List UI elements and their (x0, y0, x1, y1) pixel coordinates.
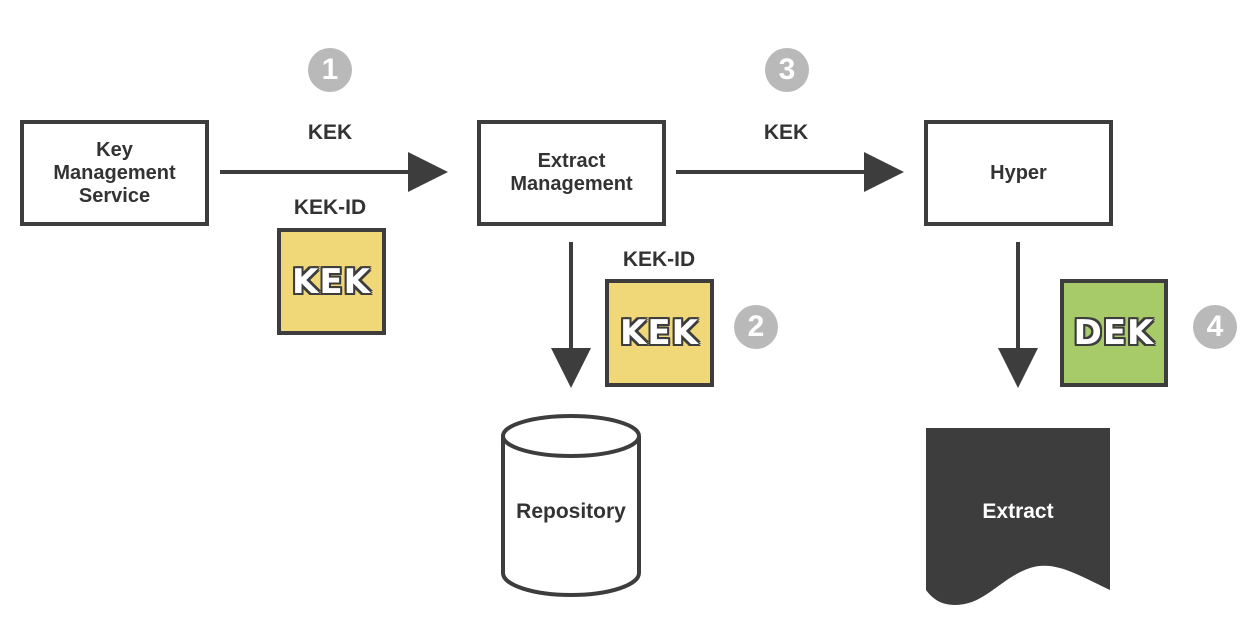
edge-label-em-to-hyper: KEK (763, 121, 809, 144)
kek-id-label-1: KEK-ID (293, 196, 367, 219)
kek-key-2-text: KEK (620, 313, 699, 353)
repository-cylinder (501, 414, 641, 597)
repository-label: Repository (516, 500, 626, 523)
kms-label-line3: Service (78, 184, 151, 207)
kek-key-1-text: KEK (292, 261, 371, 302)
kek-key-2: KEK (605, 279, 714, 387)
extract-management-node: Extract Management (477, 120, 666, 226)
dek-key-text: DEK (1073, 313, 1155, 353)
step-2-badge: 2 (734, 305, 778, 349)
kek-key-1: KEK (277, 228, 386, 335)
step-3-badge: 3 (765, 48, 809, 92)
kms-label-line2: Management (53, 161, 176, 184)
extract-management-label-line1: Extract (537, 150, 606, 172)
extract-label: Extract (982, 500, 1054, 523)
hyper-node: Hyper (924, 120, 1113, 226)
dek-key: DEK (1060, 279, 1168, 387)
extract-document-shape (926, 428, 1110, 605)
extract-management-label-line2: Management (510, 173, 633, 195)
key-management-service-node: Key Management Service (20, 120, 209, 226)
hyper-label: Hyper (990, 161, 1047, 184)
edge-label-kms-to-em: KEK (307, 121, 353, 144)
step-1-badge: 1 (308, 48, 352, 92)
step-4-badge: 4 (1193, 305, 1237, 349)
kms-label-line1: Key (96, 138, 133, 161)
kek-id-label-2: KEK-ID (622, 248, 696, 271)
